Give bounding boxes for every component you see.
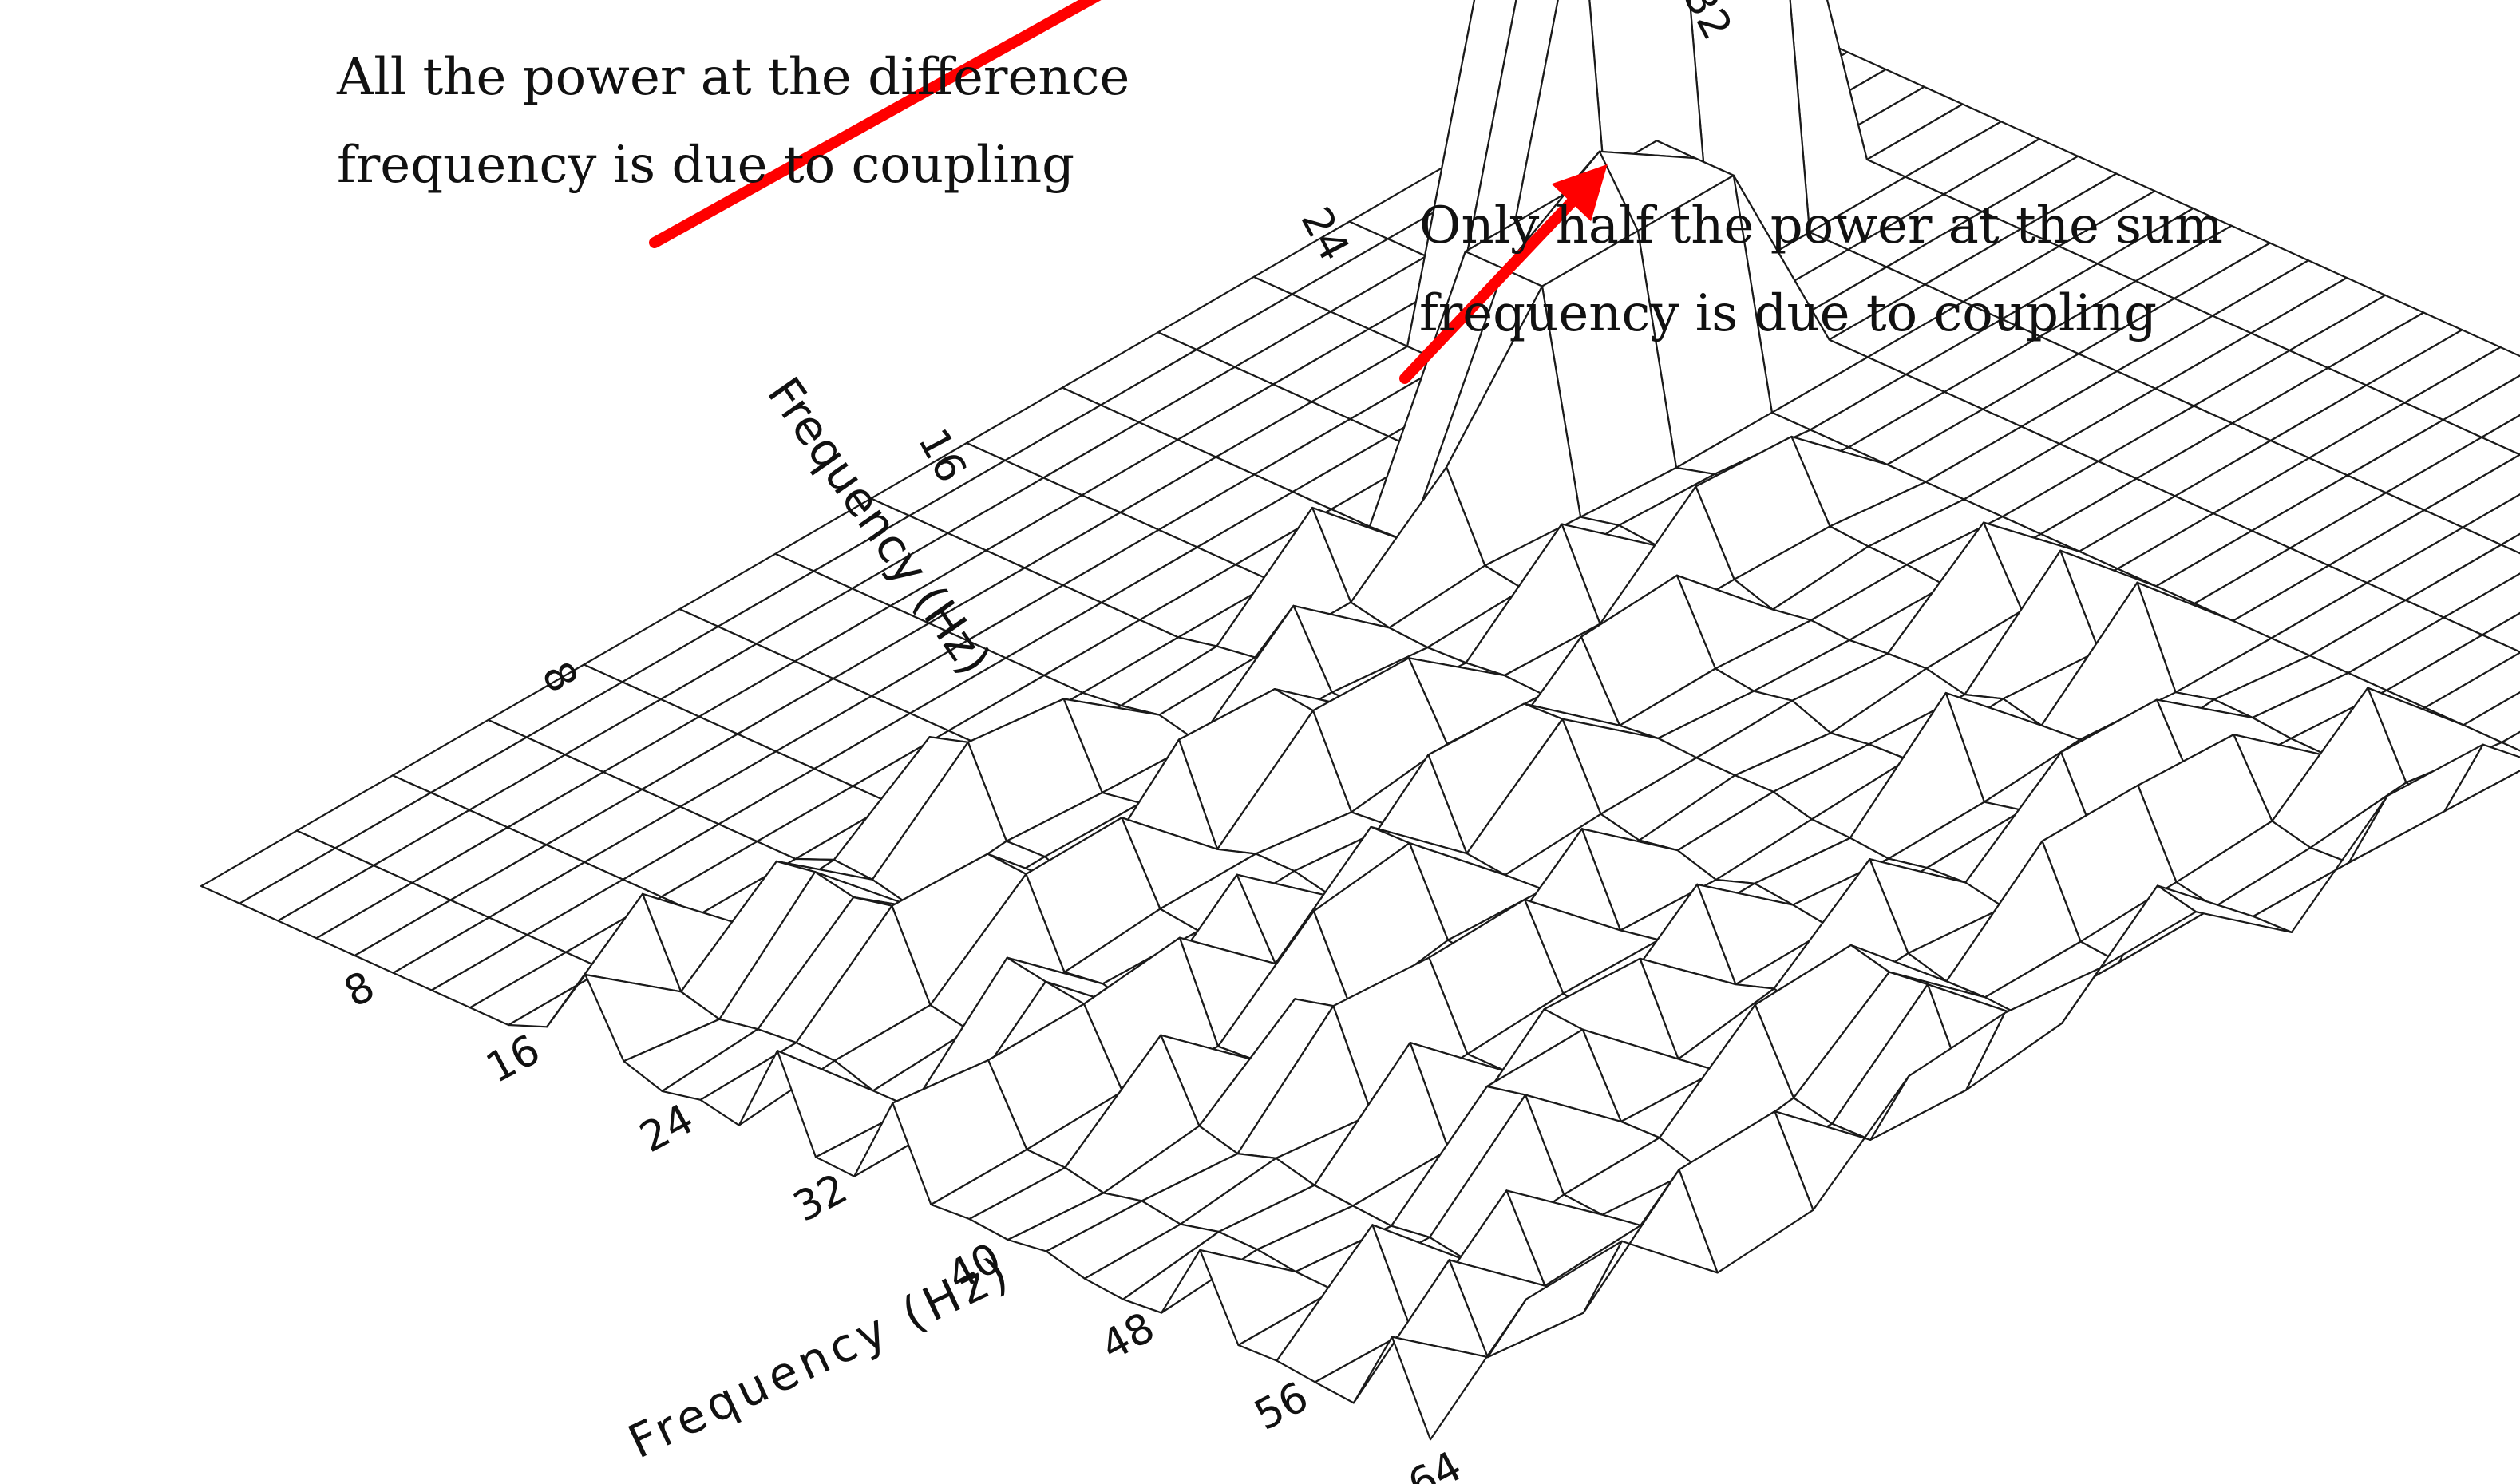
x-axis-label: Frequency (Hz) (620, 1244, 1020, 1469)
annotation-difference-line-1: All the power at the difference (337, 48, 1130, 107)
annotation-arrows (649, 0, 1608, 384)
arrow-sum-shaft (1399, 196, 1577, 384)
annotation-sum: Only half the power at the sum frequency… (1419, 182, 2223, 358)
annotation-sum-line-2: frequency is due to coupling (1419, 284, 2158, 343)
x-tick-label: 48 (1094, 1304, 1163, 1371)
mesh-cell (2501, 730, 2520, 752)
x-tick-label: 32 (786, 1165, 856, 1232)
annotation-difference-line-2: frequency is due to coupling (337, 136, 1075, 195)
annotation-difference: All the power at the difference frequenc… (337, 34, 1129, 209)
x-tick-label: 64 (1401, 1442, 1470, 1484)
x-tick-label: 8 (337, 963, 382, 1018)
annotation-sum-line-1: Only half the power at the sum (1419, 196, 2223, 255)
x-tick-label: 56 (1247, 1373, 1316, 1440)
arrow-sum-head (1551, 164, 1608, 222)
surface-mesh (200, 0, 2520, 1441)
mesh-cell (1391, 1298, 1528, 1441)
x-tick-label: 24 (632, 1095, 702, 1162)
x-tick-label: 16 (479, 1026, 548, 1093)
mesh-cell (2500, 532, 2520, 555)
arrow-difference-shaft (649, 0, 1102, 248)
